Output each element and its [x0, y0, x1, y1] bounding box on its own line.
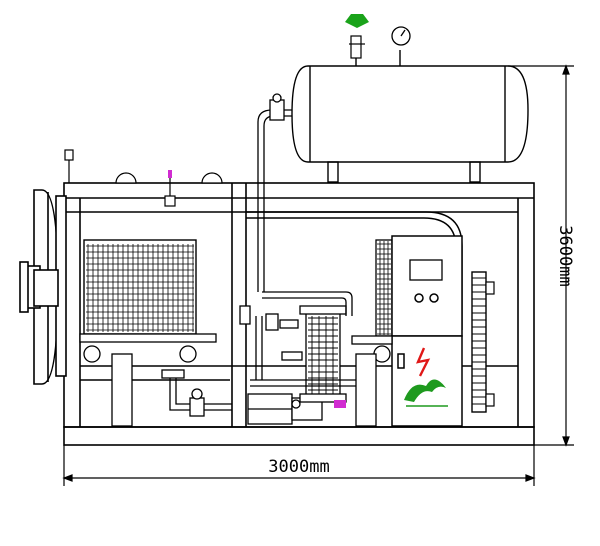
magenta-marker-bottom	[334, 400, 346, 408]
middle-piping	[239, 291, 360, 387]
autoclave-door	[19, 189, 67, 385]
lower-left-piping	[161, 369, 232, 417]
feed-pipe	[257, 93, 292, 292]
right-cart-wheel	[351, 335, 393, 427]
width-dimension-label: 3000mm	[268, 457, 329, 477]
pump-unit	[247, 393, 323, 425]
frame-gauges	[115, 172, 223, 207]
height-dimension-label: 3600mm	[555, 225, 575, 286]
storage-tank	[291, 48, 529, 183]
control-cabinet	[391, 235, 463, 427]
right-radiator-grid	[375, 239, 393, 337]
green-safety-valve-icon	[345, 14, 369, 59]
lightning-mountain-logo-icon	[404, 347, 448, 407]
radiator-grid	[79, 239, 217, 427]
height-dimension	[508, 64, 574, 447]
level-gauge-column	[471, 271, 495, 413]
small-top-valve	[64, 149, 74, 183]
plate-heat-exchanger	[299, 305, 347, 403]
magenta-marker-top	[168, 170, 172, 178]
main-frame	[63, 182, 535, 446]
width-dimension	[62, 445, 536, 486]
pressure-gauge-icon	[391, 26, 411, 46]
